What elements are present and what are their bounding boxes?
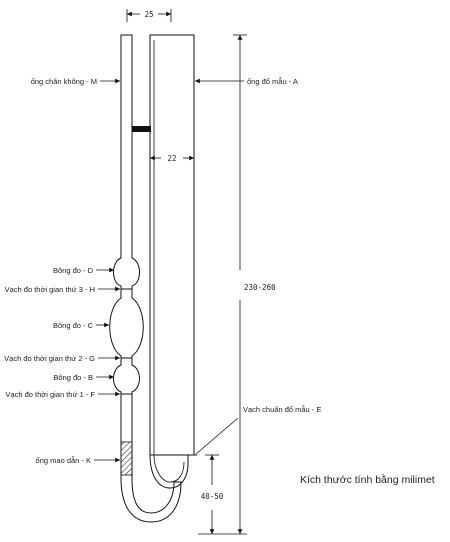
label-timing-mark-F: Vạch đo thời gian thứ 1 - F [5,390,95,399]
label-timing-mark-H: Vạch đo thời gian thứ 3 - H [5,285,95,294]
tube-bottom-bend [153,454,185,483]
fill-mark-E-leader [195,417,239,455]
capillary-hatch [120,441,133,476]
label-fill-mark-E: Vạch chuẩn đổ mẫu - E [243,405,321,414]
label-bulb-C: Bông đo - C [53,321,94,330]
dim-top-width: 25 [144,10,153,19]
dim-bottom-height: 40-50 [201,492,224,501]
label-bulb-B: Bông đo - B [53,373,93,382]
sample-tube-outline [149,34,195,489]
dim-total-height: 230-260 [244,283,276,292]
label-timing-mark-G: Vạch đo thời gian thứ 2 - G [4,354,95,363]
label-sample-tube-A: ống đổ mẫu - A [247,77,298,86]
label-capillary-K: ống mao dẫn - K [36,456,91,465]
dim-tube-width: 22 [167,154,176,163]
label-bulb-D: Bông đo - D [53,266,94,275]
tube-clamp-band [132,126,151,132]
label-vacuum-tube-M: ống chân không - M [31,77,97,86]
units-caption: Kích thước tính bằng milimet [300,473,435,486]
left-tube-outline [109,34,182,523]
